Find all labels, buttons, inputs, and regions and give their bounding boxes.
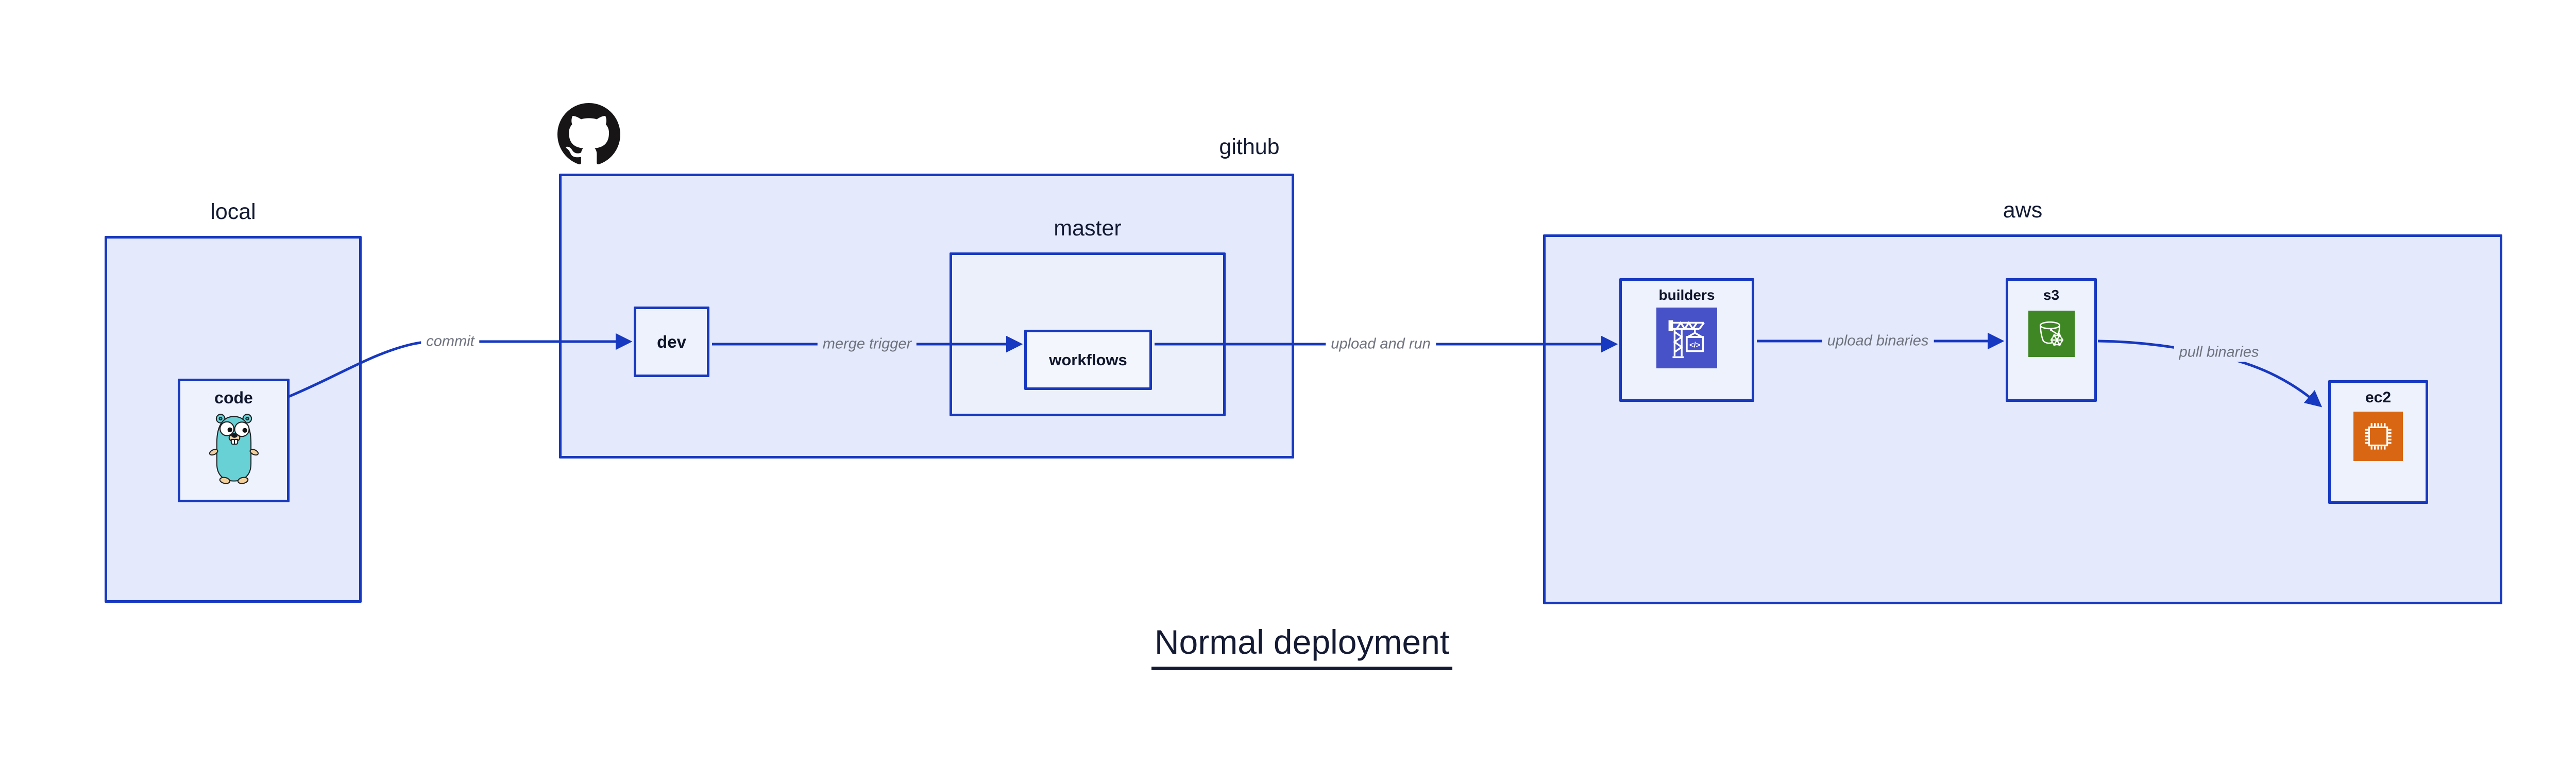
diagram-title: Normal deployment <box>0 622 2576 670</box>
node-label-dev: dev <box>657 332 686 351</box>
edge-label-commit: commit <box>421 332 480 351</box>
s3-glacier-bucket-icon <box>2028 311 2075 357</box>
node-s3: s3 <box>2006 278 2097 402</box>
group-label-github: github <box>1219 134 1280 159</box>
edge-label-pull-binaries: pull binaries <box>2174 343 2264 362</box>
node-code: code <box>178 379 290 502</box>
edge-label-upload-binaries: upload binaries <box>1822 331 1934 351</box>
github-octocat-icon <box>557 103 620 164</box>
diagram-title-text: Normal deployment <box>1151 622 1453 670</box>
node-label-workflows: workflows <box>1049 350 1127 369</box>
group-label-aws: aws <box>2003 198 2043 223</box>
node-ec2: ec2 <box>2328 380 2428 504</box>
node-workflows: workflows <box>1024 330 1152 390</box>
codebuild-crane-icon: </> <box>1656 308 1717 368</box>
node-label-ec2: ec2 <box>2365 389 2392 406</box>
codebuild-code-glyph: </> <box>1689 342 1701 350</box>
go-gopher-icon <box>209 414 259 484</box>
node-dev: dev <box>634 307 709 377</box>
group-label-local: local <box>210 199 256 224</box>
edge-label-upload-and-run: upload and run <box>1326 334 1436 354</box>
node-label-builders: builders <box>1658 287 1715 303</box>
group-label-master: master <box>1054 216 1122 241</box>
node-label-code: code <box>214 388 253 407</box>
node-builders: builders </> <box>1619 278 1754 402</box>
ec2-chip-icon <box>2353 412 2403 461</box>
edge-label-merge-trigger: merge trigger <box>817 334 917 354</box>
node-label-s3: s3 <box>2043 287 2060 303</box>
